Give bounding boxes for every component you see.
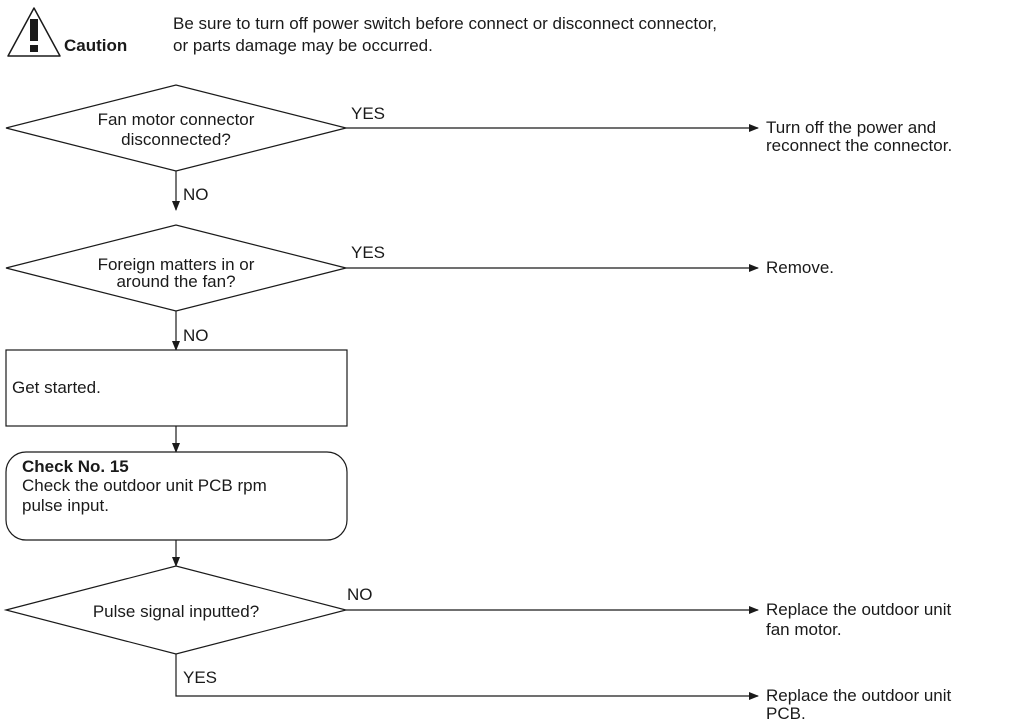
result-4-line-2: PCB. xyxy=(766,704,806,723)
result-1-line-1: Turn off the power and xyxy=(766,118,937,137)
decision-1-text-line-2: disconnected? xyxy=(121,130,231,149)
result-4-line-1: Replace the outdoor unit xyxy=(766,686,952,705)
caution-text-line-1: Be sure to turn off power switch before … xyxy=(173,14,717,33)
process-box-text: Get started. xyxy=(12,378,101,397)
yes-arrow-3 xyxy=(175,654,759,700)
result-3-line-2: fan motor. xyxy=(766,620,842,639)
caution-label: Caution xyxy=(64,36,128,55)
decision-2-text-line-1: Foreign matters in or xyxy=(97,255,255,274)
decision-1-text-line-1: Fan motor connector xyxy=(97,110,255,129)
result-2-line-1: Remove. xyxy=(766,258,835,277)
result-1-line-2: reconnect the connector. xyxy=(766,136,953,155)
decision-1-yes-label: YES xyxy=(351,104,386,123)
decision-3-text: Pulse signal inputted? xyxy=(92,602,260,621)
decision-3-no-label: NO xyxy=(347,585,373,604)
decision-1-no-label: NO xyxy=(183,185,209,204)
process-box xyxy=(5,349,348,427)
decision-3-yes-label: YES xyxy=(183,668,218,687)
result-3-line-1: Replace the outdoor unit xyxy=(766,600,952,619)
decision-2-yes-label: YES xyxy=(351,243,386,262)
check-text-line-2: pulse input. xyxy=(22,496,109,515)
caution-text-line-2: or parts damage may be occurred. xyxy=(173,36,433,55)
check-text-line-1: Check the outdoor unit PCB rpm xyxy=(22,476,267,495)
decision-2-no-label: NO xyxy=(183,326,209,345)
decision-2-text-line-2: around the fan? xyxy=(116,272,236,291)
check-title: Check No. 15 xyxy=(22,457,129,476)
warning-triangle-icon xyxy=(7,7,61,57)
